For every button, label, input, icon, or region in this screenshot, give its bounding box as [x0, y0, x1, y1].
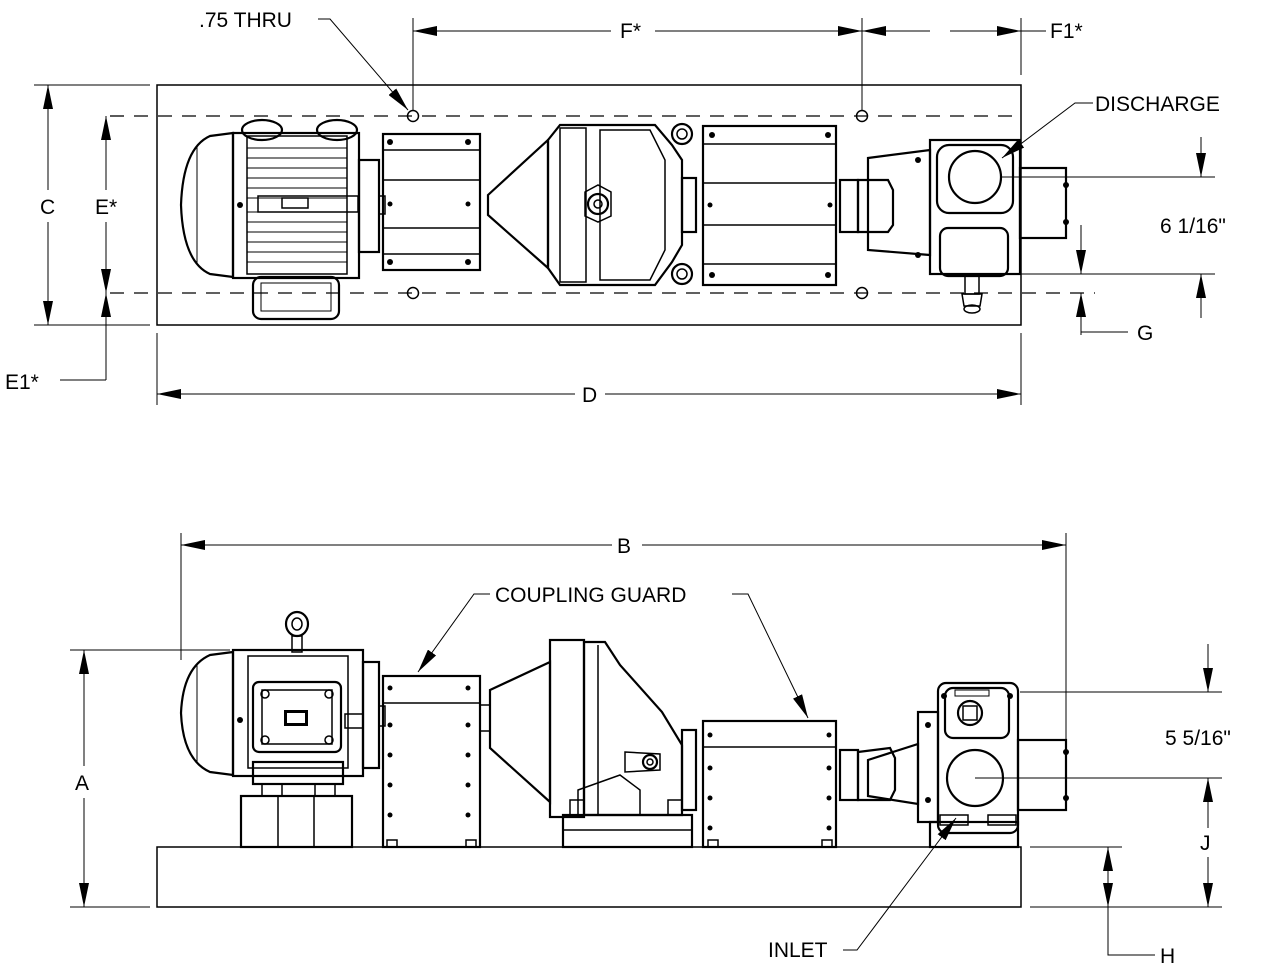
- label-d: D: [582, 384, 597, 407]
- top-gear-reducer: [486, 122, 698, 287]
- label-f: F*: [620, 20, 641, 43]
- top-coupling-guard-left: [381, 132, 482, 272]
- discharge-leader: [1001, 102, 1093, 159]
- label-g: G: [1137, 322, 1153, 345]
- label-e: E*: [95, 196, 117, 219]
- top-view: DISCHARGE .75 THRU F* F1* C E* E1*: [5, 9, 1226, 407]
- side-gear-reducer: [479, 638, 698, 849]
- coupling-guard-leader-left: [417, 593, 490, 673]
- top-coupling-guard-right: [701, 124, 838, 287]
- label-dim-side: 5 5/16": [1165, 727, 1231, 750]
- side-view: B COUPLING GUARD A 5 5/16" J H INLET: [70, 533, 1231, 968]
- top-motor: [179, 118, 386, 321]
- label-a: A: [75, 772, 89, 795]
- coupling-guard-leader-right: [732, 593, 809, 719]
- side-pump: [838, 681, 1069, 849]
- side-base-plate: [156, 846, 1022, 908]
- label-inlet: INLET: [768, 939, 828, 962]
- label-coupling-guard: COUPLING GUARD: [495, 584, 686, 607]
- label-dim-top: 6 1/16": [1160, 215, 1226, 238]
- label-j: J: [1200, 832, 1211, 855]
- label-f1: F1*: [1050, 20, 1083, 43]
- label-c: C: [40, 196, 55, 219]
- side-motor: [179, 610, 386, 797]
- label-discharge: DISCHARGE: [1095, 93, 1220, 116]
- inlet-leader: [843, 817, 957, 951]
- top-pump: [838, 138, 1069, 314]
- side-coupling-guard-right: [701, 719, 838, 849]
- mounting-holes: [406, 109, 869, 300]
- label-b: B: [617, 535, 631, 558]
- side-coupling-guard-left: [381, 674, 482, 849]
- label-h: H: [1160, 945, 1175, 968]
- motor-support: [239, 794, 354, 849]
- h-leader: [1107, 907, 1155, 956]
- label-e1: E1*: [5, 371, 39, 394]
- thru-leader: [318, 18, 409, 111]
- label-75-thru: .75 THRU: [199, 9, 292, 32]
